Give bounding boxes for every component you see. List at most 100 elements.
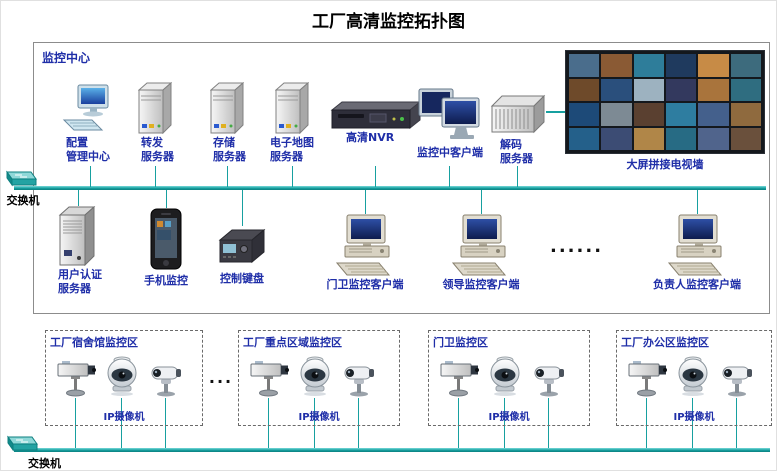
tv-wall-thumb <box>601 54 632 77</box>
tv-wall-thumb <box>730 78 761 101</box>
tv-wall-thumb <box>633 103 664 126</box>
zone-key-area: 工厂重点区域监控区 IP摄像机 <box>238 330 400 426</box>
connector-line <box>358 398 359 450</box>
switch-top-label: 交换机 <box>6 194 40 207</box>
leader-client-label: 领导监控客户端 <box>442 278 520 291</box>
forward-server-label: 转发 服务器 <box>141 136 174 163</box>
tv-wall-thumb <box>569 54 600 77</box>
connector-line <box>548 398 549 450</box>
connector-line <box>165 398 166 450</box>
connector-line <box>736 398 737 450</box>
control-keyboard-label: 控制键盘 <box>220 272 264 285</box>
tv-wall-thumb <box>666 127 697 150</box>
zone-label: 工厂重点区域监控区 <box>243 336 342 349</box>
dome-camera-icon <box>295 353 335 397</box>
box-camera-icon <box>247 357 291 399</box>
tv-wall-thumb <box>730 127 761 150</box>
zone-gate: 门卫监控区 IP摄像机 <box>428 330 590 426</box>
tv-wall-label: 大屏拼接电视墙 <box>626 158 704 171</box>
tv-wall-thumb <box>666 54 697 77</box>
auth-server-label: 用户认证 服务器 <box>58 268 102 295</box>
dome-camera-icon <box>485 353 525 397</box>
tv-wall-thumb <box>730 103 761 126</box>
connector-line <box>692 398 693 450</box>
tv-wall-grid <box>565 50 765 154</box>
switch-bottom-label: 交换机 <box>28 457 61 470</box>
phone-icon <box>148 208 184 270</box>
desktop-client-icon <box>668 214 726 276</box>
connector-line <box>646 398 647 450</box>
tv-wall-thumb <box>698 127 729 150</box>
box-camera-icon <box>437 357 481 399</box>
box-camera-icon <box>625 357 669 399</box>
control-keyboard-icon <box>218 226 266 266</box>
connector-line <box>227 166 228 187</box>
ptz-camera-icon <box>531 356 567 398</box>
auth-server-icon <box>58 206 96 266</box>
switch-top-icon <box>1 169 37 189</box>
dome-camera-icon <box>102 353 142 397</box>
desktop-client-icon <box>452 214 510 276</box>
dome-camera-icon <box>673 353 713 397</box>
tv-wall-thumb <box>633 78 664 101</box>
tv-wall-thumb <box>730 54 761 77</box>
connector-line <box>546 111 565 113</box>
connector-line <box>121 398 122 450</box>
zone-office: 工厂办公区监控区 IP摄像机 <box>616 330 772 426</box>
ptz-camera-icon <box>341 356 377 398</box>
switch-bottom-icon <box>2 434 38 454</box>
tv-wall-thumb <box>698 78 729 101</box>
tv-wall-thumb <box>698 54 729 77</box>
emap-server-label: 电子地图 服务器 <box>270 136 314 163</box>
connector-line <box>75 398 76 450</box>
tv-wall-thumb <box>569 103 600 126</box>
decode-server-label: 解码 服务器 <box>500 138 533 165</box>
connector-line <box>155 166 156 187</box>
ptz-camera-icon <box>719 356 755 398</box>
connector-line <box>449 166 450 187</box>
config-center-label: 配置 管理中心 <box>66 136 110 163</box>
ip-camera-label: IP摄像机 <box>673 412 715 423</box>
tv-wall-thumb <box>698 103 729 126</box>
tv-wall-thumb <box>633 127 664 150</box>
connector-line <box>166 190 167 208</box>
ellipsis-clients: ...... <box>550 236 604 257</box>
workstation-icon <box>62 84 118 136</box>
connector-line <box>314 398 315 450</box>
dual-monitor-icon <box>418 88 480 144</box>
nvr-icon <box>330 100 422 130</box>
ip-camera-label: IP摄像机 <box>298 412 340 423</box>
connector-line <box>268 398 269 450</box>
connector-line <box>481 190 482 214</box>
monitoring-center-label: 监控中心 <box>42 51 91 65</box>
bus-line-top <box>14 186 766 190</box>
connector-line <box>242 190 243 226</box>
zone-dormitory: 工厂宿舍馆监控区 IP摄像机 <box>45 330 203 426</box>
tv-wall-thumb <box>601 127 632 150</box>
tv-wall-thumb <box>569 78 600 101</box>
monitor-client-label: 监控中客户端 <box>417 146 483 159</box>
nvr-label: 高清NVR <box>346 131 395 144</box>
ellipsis-zones: ... <box>208 368 234 387</box>
tv-wall-thumb <box>601 78 632 101</box>
connector-line <box>504 398 505 450</box>
zone-label: 工厂宿舍馆监控区 <box>50 336 138 349</box>
desktop-client-icon <box>336 214 394 276</box>
connector-line <box>458 398 459 450</box>
connector-line <box>365 190 366 214</box>
storage-server-label: 存储 服务器 <box>213 136 246 163</box>
zone-label: 工厂办公区监控区 <box>621 336 709 349</box>
connector-line <box>697 190 698 214</box>
connector-line <box>375 166 376 187</box>
gate-client-label: 门卫监控客户端 <box>326 278 404 291</box>
phone-monitor-label: 手机监控 <box>144 274 188 287</box>
tv-wall-thumb <box>633 54 664 77</box>
ptz-camera-icon <box>148 356 184 398</box>
connector-line <box>517 166 518 187</box>
connector-line <box>90 166 91 187</box>
page-title: 工厂高清监控拓扑图 <box>312 12 465 32</box>
ip-camera-label: IP摄像机 <box>488 412 530 423</box>
server-icon <box>210 82 244 134</box>
server-icon <box>138 82 172 134</box>
